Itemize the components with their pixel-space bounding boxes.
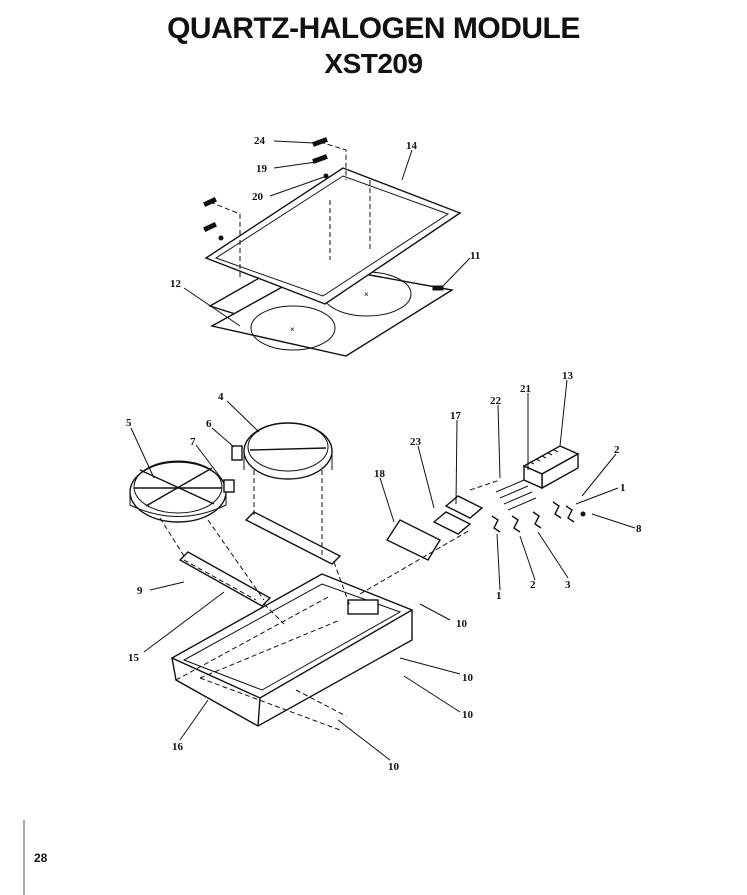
terminal-bracket-18: [385, 495, 484, 561]
callout-labels: 24 19 20 14 11 12 4 6 7 5 13 21 22 17 23…: [126, 135, 642, 773]
clips-19-20-24: [203, 137, 444, 291]
callout: 24: [254, 135, 266, 147]
callout: 6: [206, 418, 212, 430]
diagram-title: QUARTZ-HALOGEN MODULE: [167, 12, 580, 45]
callout: 7: [190, 436, 196, 448]
callout: 10: [462, 672, 474, 684]
model-number: XST209: [324, 48, 423, 79]
callout: 4: [218, 391, 224, 403]
callout: 16: [172, 741, 184, 753]
callout: 10: [388, 761, 400, 773]
callout: 3: [565, 579, 571, 591]
callout: 14: [406, 140, 418, 152]
callout: 2: [614, 444, 620, 456]
burner-element-4: [231, 422, 333, 480]
callout: 10: [456, 618, 468, 630]
callout: 10: [462, 709, 474, 721]
callout: 13: [562, 370, 574, 382]
callout: 5: [126, 417, 132, 429]
callout: 11: [470, 250, 480, 262]
callout: 15: [128, 652, 140, 664]
page-number: 28: [34, 851, 48, 865]
callout: 21: [520, 383, 531, 395]
callout: 18: [374, 468, 386, 480]
callout: 1: [496, 590, 502, 602]
svg-text:×: ×: [290, 325, 295, 334]
terminal-block-13: [495, 445, 580, 511]
callout: 9: [137, 585, 143, 597]
trim-frame-14: [204, 167, 462, 305]
callout: 23: [410, 436, 422, 448]
burner-element-5: [129, 460, 235, 523]
callout: 17: [450, 410, 462, 422]
leader-lines: [130, 140, 636, 761]
mounting-bracket-15: [178, 511, 342, 607]
svg-text:×: ×: [364, 290, 369, 299]
wire-connectors-1-2-3: [491, 501, 586, 533]
callout: 20: [252, 191, 264, 203]
callout: 2: [530, 579, 536, 591]
callout: 8: [636, 523, 642, 535]
callout: 22: [490, 395, 502, 407]
callout: 1: [620, 482, 626, 494]
bottom-pan-16: [170, 573, 414, 727]
assembly-lines: [159, 470, 501, 731]
callout: 19: [256, 163, 268, 175]
callout: 12: [170, 278, 182, 290]
